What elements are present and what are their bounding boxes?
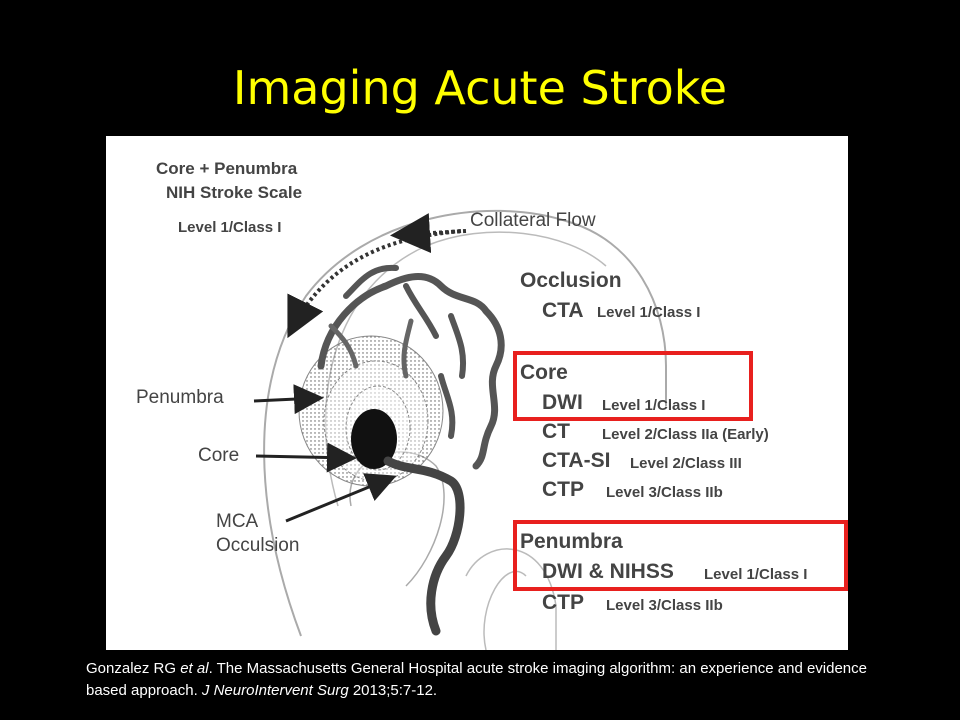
lower-structure-outline-2 — [483, 570, 527, 650]
penumbra-row-level: Level 1/Class I — [704, 566, 808, 583]
collateral-flow-arrow — [287, 229, 462, 339]
citation-year: 2013;5:7-12. — [348, 682, 438, 699]
mca-vessel — [383, 456, 465, 636]
collateral-vessels-2 — [343, 264, 466, 439]
core-row-modality: CTP — [542, 478, 584, 501]
citation-journal: J NeuroIntervent Surg — [201, 682, 349, 699]
penumbra-row-modality: DWI & NIHSS — [542, 560, 674, 583]
collateral-flow-arrow-top — [390, 213, 467, 254]
occlusion-cta-level: Level 1/Class I — [597, 304, 701, 321]
stroke-imaging-figure: Core + Penumbra NIH Stroke Scale Level 1… — [106, 136, 848, 650]
penumbra-row-modality: CTP — [542, 591, 584, 614]
collateral-vessels — [317, 273, 505, 470]
penumbra-arrow — [253, 384, 324, 415]
core-row-level: Level 1/Class I — [602, 397, 706, 414]
citation-etal: et al — [180, 660, 209, 677]
mca-label: MCA — [216, 511, 259, 532]
core-row-modality: CTA-SI — [542, 449, 611, 472]
citation-title: . The Massachusetts General Hospital acu… — [86, 660, 867, 699]
core-arrow — [255, 442, 357, 473]
occlusion-cta: CTA — [542, 299, 584, 322]
collateral-flow-label: Collateral Flow — [470, 210, 596, 231]
lower-structure-outline — [465, 548, 557, 650]
core-highlight-box — [513, 351, 753, 421]
core-row-level: Level 3/Class IIb — [606, 484, 723, 501]
core-row-modality: CT — [542, 420, 570, 443]
occlusion-side-label: Occulsion — [216, 535, 300, 556]
slide-title: Imaging Acute Stroke — [232, 61, 728, 115]
top-level-label: Level 1/Class I — [178, 219, 282, 236]
citation-authors: Gonzalez RG — [86, 660, 181, 677]
mca-arrow — [285, 473, 397, 523]
collateral-vessels-3 — [328, 318, 414, 379]
penumbra-side-label: Penumbra — [136, 387, 224, 408]
citation: Gonzalez RG et al. The Massachusetts Gen… — [86, 658, 886, 702]
nih-stroke-scale-label: NIH Stroke Scale — [166, 183, 303, 202]
brain-illustration — [253, 209, 667, 650]
core-row-level: Level 2/Class IIa (Early) — [602, 426, 769, 443]
core-row-modality: DWI — [542, 391, 583, 414]
core-infarct — [351, 409, 397, 469]
core-penumbra-label: Core + Penumbra — [156, 159, 298, 178]
core-heading: Core — [520, 361, 568, 384]
occlusion-heading: Occlusion — [520, 269, 622, 292]
penumbra-row-level: Level 3/Class IIb — [606, 597, 723, 614]
penumbra-heading: Penumbra — [520, 530, 623, 553]
core-side-label: Core — [198, 445, 240, 466]
core-row-level: Level 2/Class III — [630, 455, 742, 472]
penumbra-highlight-box — [513, 520, 848, 591]
